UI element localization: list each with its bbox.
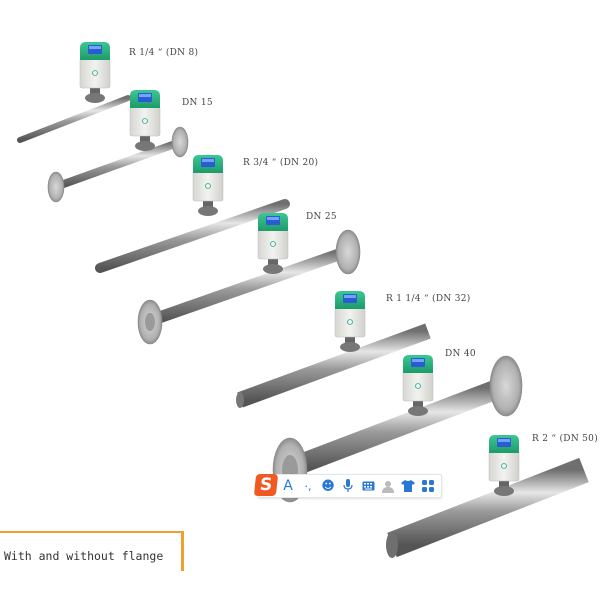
- size-label-dn32: R 1 1/4 “ (DN 32): [386, 294, 471, 304]
- meter-dn20: [95, 154, 290, 273]
- meter-dn50: [386, 434, 589, 558]
- size-label-dn50: R 2 “ (DN 50): [532, 434, 599, 444]
- size-label-dn20: R 3/4 “ (DN 20): [243, 158, 319, 168]
- meter-dn32: [236, 290, 431, 408]
- size-label-dn8: R 1/4 “ (DN 8): [129, 48, 199, 58]
- emoji-icon[interactable]: ☻: [321, 478, 335, 494]
- caption-text: With and without flange: [4, 549, 164, 563]
- caption-border: [0, 531, 184, 571]
- punctuation-icon[interactable]: ·,: [304, 479, 312, 493]
- sogou-logo-icon[interactable]: S: [253, 474, 279, 496]
- font-icon[interactable]: A: [283, 478, 293, 494]
- size-label-dn40: DN 40: [445, 349, 476, 359]
- user-icon[interactable]: [379, 477, 397, 495]
- ime-toolbar[interactable]: S A ·, ☻: [253, 474, 442, 498]
- skin-shirt-icon[interactable]: [399, 477, 417, 495]
- meter-dn25: [137, 212, 361, 345]
- meter-dn8: [17, 41, 131, 143]
- toolbox-grid-icon[interactable]: [419, 477, 437, 495]
- size-label-dn25: DN 25: [306, 212, 337, 222]
- microphone-icon[interactable]: [339, 477, 357, 495]
- keyboard-icon[interactable]: [359, 477, 377, 495]
- meter-dn15: [47, 89, 189, 203]
- size-label-dn15: DN 15: [182, 98, 213, 108]
